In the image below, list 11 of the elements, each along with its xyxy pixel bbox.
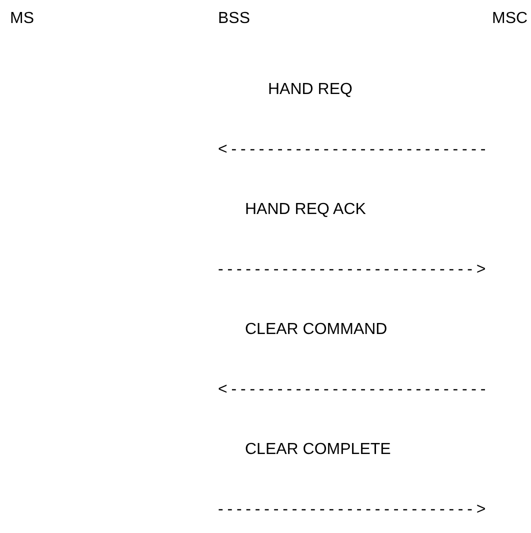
dashed-arrow-text: <---------------------------- <box>218 140 490 160</box>
column-heading: MS <box>10 9 34 29</box>
message-label: CLEAR COMPLETE <box>245 440 391 460</box>
dashed-arrow-text: ----------------------------> <box>218 500 490 520</box>
column-heading: MSC <box>492 9 528 29</box>
dashed-arrow-text: ----------------------------> <box>218 260 490 280</box>
message-label: CLEAR COMMAND <box>245 320 388 340</box>
column-heading: BSS <box>218 9 250 29</box>
message-label: HAND REQ <box>268 80 352 100</box>
message-label: HAND REQ ACK <box>245 200 366 220</box>
dashed-arrow-text: <---------------------------- <box>218 380 490 400</box>
